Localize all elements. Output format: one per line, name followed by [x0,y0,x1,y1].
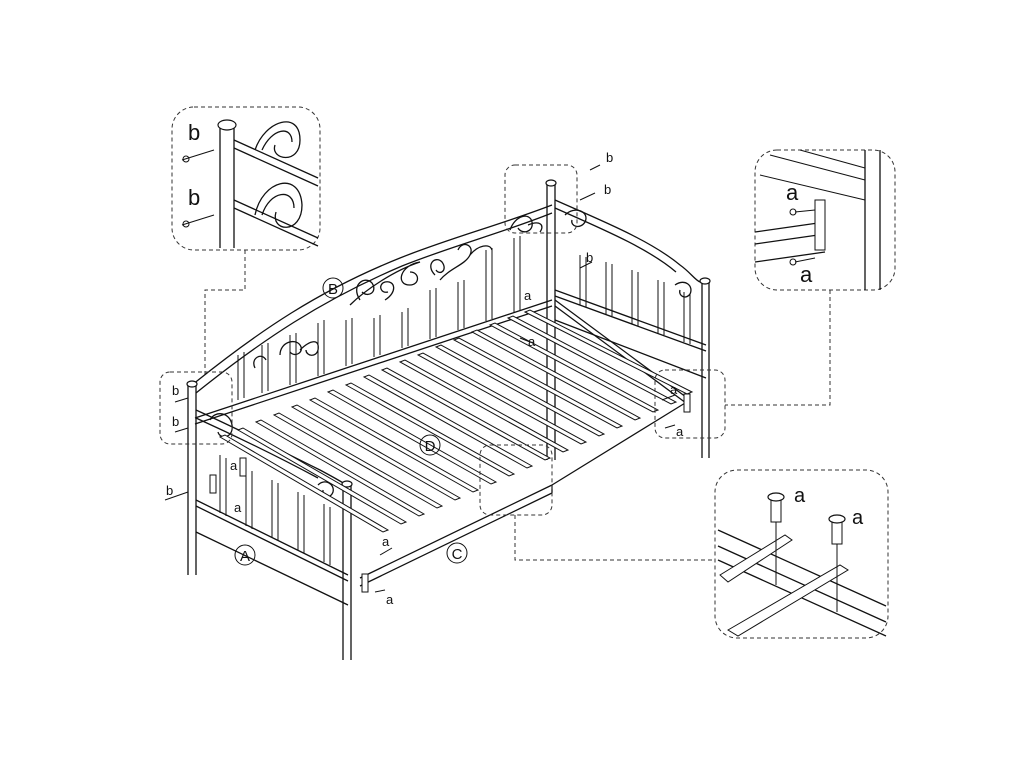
screw-label-a: a [670,382,678,397]
detail-highlight-boxes [159,164,726,516]
part-label-D: D [425,438,436,455]
part-label-C: C [452,546,463,563]
detail-inset-top-left: b b [171,106,321,251]
inset-screw-label-b: b [188,185,200,210]
part-label-B: B [328,281,338,298]
inset-screw-label-b: b [188,120,200,145]
screw-label-a: a [234,500,242,515]
screw-label-a: a [524,288,532,303]
screw-label-b: b [586,250,593,265]
inset-screw-label-a: a [800,262,813,287]
screw-label-b: b [604,182,611,197]
side-rail-C [209,299,691,593]
screw-letter-labels: b b b b b b a a a a a a a a [166,150,684,607]
screw-label-a: a [528,334,536,349]
inset-screw-label-a: a [786,180,799,205]
back-panel-bars [237,236,521,400]
inset-screw-label-a: a [852,507,864,529]
daybed-frame: B D A C b b b b b b a a a a a a a a [159,150,726,660]
screw-label-b: b [606,150,613,165]
screws [164,164,676,593]
detail-inset-top-right: a a [754,149,896,291]
screw-label-a: a [382,534,390,549]
screw-label-b: b [172,383,179,398]
part-label-A: A [240,548,250,565]
detail-inset-bottom-right: a a [714,469,889,639]
right-side-panel [554,199,711,458]
screw-label-a: a [676,424,684,439]
slats-D [218,309,694,533]
screw-label-a: a [230,458,238,473]
callout-leaders [204,250,831,561]
part-labels: B D A C [234,277,468,566]
screw-label-a: a [386,592,394,607]
inset-screw-label-a: a [794,485,806,507]
screw-label-b: b [166,483,173,498]
back-scroll-ornaments [253,215,543,369]
screw-label-b: b [172,414,179,429]
